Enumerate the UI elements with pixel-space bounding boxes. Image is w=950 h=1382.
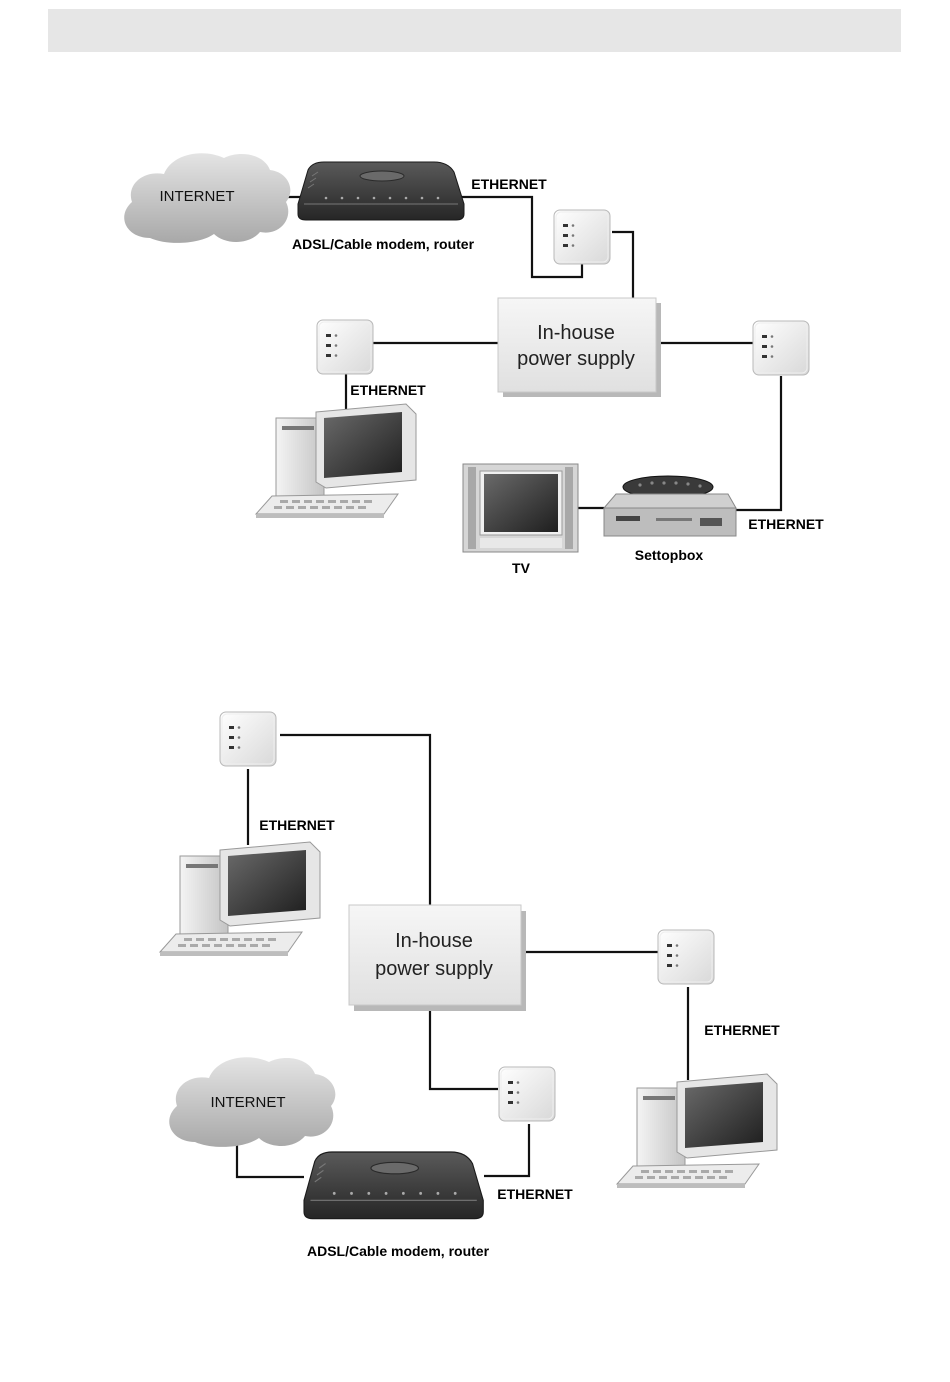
settopbox-label: Settopbox [635, 547, 704, 563]
top-diagram: INTERNET ADSL/Cable modem, router ETHERN… [124, 153, 824, 576]
ethernet-label-pc-right: ETHERNET [704, 1022, 780, 1038]
powerline-adapter [220, 712, 276, 766]
computer [160, 842, 320, 956]
wire-adapter-stb [736, 376, 781, 510]
wire-adapter-hub [612, 232, 633, 298]
in-house-power-supply: In-house power supply [349, 905, 526, 1011]
ethernet-label-pc-top: ETHERNET [259, 817, 335, 833]
hub-label-line2: power supply [375, 958, 493, 980]
modem-label: ADSL/Cable modem, router [307, 1243, 490, 1259]
powerline-adapter [317, 320, 373, 374]
hub-label-line1: In-house [537, 322, 615, 344]
modem-label: ADSL/Cable modem, router [292, 236, 475, 252]
modem-router [304, 1152, 483, 1219]
in-house-power-supply: In-house power supply [498, 298, 661, 397]
computer [617, 1074, 777, 1188]
wire-adapter-modem [484, 1124, 529, 1176]
ethernet-label-modem: ETHERNET [471, 176, 547, 192]
powerline-adapter [753, 321, 809, 375]
tv [463, 464, 578, 552]
ethernet-label-modem: ETHERNET [497, 1186, 573, 1202]
powerline-adapter [658, 930, 714, 984]
wire-hub-adapter-bottom [430, 1008, 498, 1089]
computer [256, 404, 416, 518]
internet-label: INTERNET [160, 188, 235, 205]
powerline-adapter [499, 1067, 555, 1121]
modem-router [298, 162, 464, 220]
powerline-adapter [554, 210, 610, 264]
wire-internet-modem [237, 1140, 304, 1177]
ethernet-label-stb: ETHERNET [748, 516, 824, 532]
ethernet-label-pc: ETHERNET [350, 382, 426, 398]
bottom-diagram: ETHERNET In-house power supply ETHERNET … [160, 712, 780, 1259]
tv-label: TV [512, 560, 531, 576]
hub-label-line1: In-house [395, 930, 473, 952]
hub-label-line2: power supply [517, 348, 635, 370]
settop-box [604, 476, 736, 536]
internet-label: INTERNET [211, 1094, 286, 1111]
